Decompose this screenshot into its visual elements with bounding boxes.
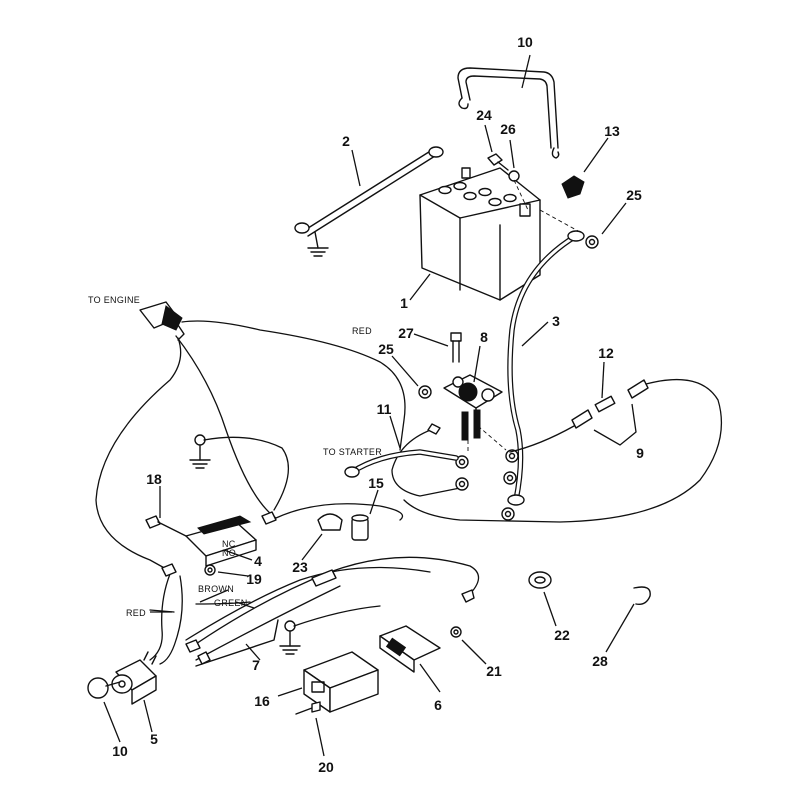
callout-13: 12 <box>598 345 614 361</box>
callout-15: 15 <box>368 475 384 491</box>
clamp-and-capacitor <box>317 513 369 541</box>
battery-cable <box>507 230 585 506</box>
callout-8: 8 <box>480 329 488 345</box>
terminal-nuts <box>455 425 519 521</box>
callout-26: 26 <box>500 121 516 137</box>
callout-21: 21 <box>486 663 502 679</box>
callout-18: 18 <box>146 471 162 487</box>
fuse-holder <box>403 378 723 523</box>
callout-10-text: 10 <box>112 743 128 759</box>
brown-wire-label: BROWN <box>198 584 234 594</box>
callout-22: 23 <box>292 559 308 575</box>
ignition-switch <box>87 651 157 705</box>
callout-1: 1 <box>400 295 408 311</box>
solenoid-lead <box>391 423 461 497</box>
starter-cable <box>344 449 459 478</box>
nut-lower <box>418 385 432 399</box>
callout-14: 13 <box>604 123 620 139</box>
battery <box>419 167 541 301</box>
callout-12: 11 <box>377 401 392 417</box>
callout-16: 16 <box>254 693 270 709</box>
callout-6: 6 <box>434 697 442 713</box>
callout-27: 27 <box>398 325 414 341</box>
battery-rod <box>294 146 444 257</box>
callout-19: 19 <box>246 571 262 587</box>
part-callouts: 10 2 24 26 13 25 1 3 27 25 8 12 11 9 18 … <box>112 34 644 775</box>
callout-2: 2 <box>342 133 350 149</box>
lower-harness <box>149 556 480 667</box>
callout-3: 3 <box>552 313 560 329</box>
callout-20: 20 <box>318 759 334 775</box>
leader-lines <box>103 54 637 757</box>
connector-module <box>379 625 462 673</box>
wire-annotations: TO ENGINE TO STARTER RED RED BROWN GREEN <box>88 295 382 618</box>
callout-28: 28 <box>592 653 608 669</box>
battery-holddown-handle <box>457 67 560 159</box>
main-harness <box>95 301 406 571</box>
callout-24: 24 <box>476 107 492 123</box>
red-wire-label-left: RED <box>126 608 146 618</box>
callout-4: 4 <box>254 553 262 569</box>
terminal-boot <box>561 175 585 199</box>
red-wire-label-top: RED <box>352 326 372 336</box>
nut-upper <box>539 209 599 249</box>
bolt-27 <box>450 332 462 363</box>
callout-7: 7 <box>252 657 260 673</box>
switch-nc-label: NC <box>222 539 236 549</box>
callout-11: 10 <box>517 34 533 50</box>
switch-no-label: NO <box>222 548 236 558</box>
bolt-and-washer <box>487 153 529 211</box>
green-wire-label: GREEN <box>214 598 248 608</box>
callout-25-upper: 25 <box>626 187 642 203</box>
callout-9: 9 <box>636 445 644 461</box>
clip-and-snap-ring <box>528 571 651 606</box>
to-starter-label: TO STARTER <box>323 447 382 457</box>
callout-23: 22 <box>554 627 570 643</box>
starter-solenoid <box>443 374 503 441</box>
callout-5: 5 <box>150 731 158 747</box>
callout-25-lower: 25 <box>378 341 394 357</box>
module-bracket <box>295 651 379 715</box>
to-engine-label: TO ENGINE <box>88 295 140 305</box>
neutral-switch: NC NO <box>145 515 257 576</box>
